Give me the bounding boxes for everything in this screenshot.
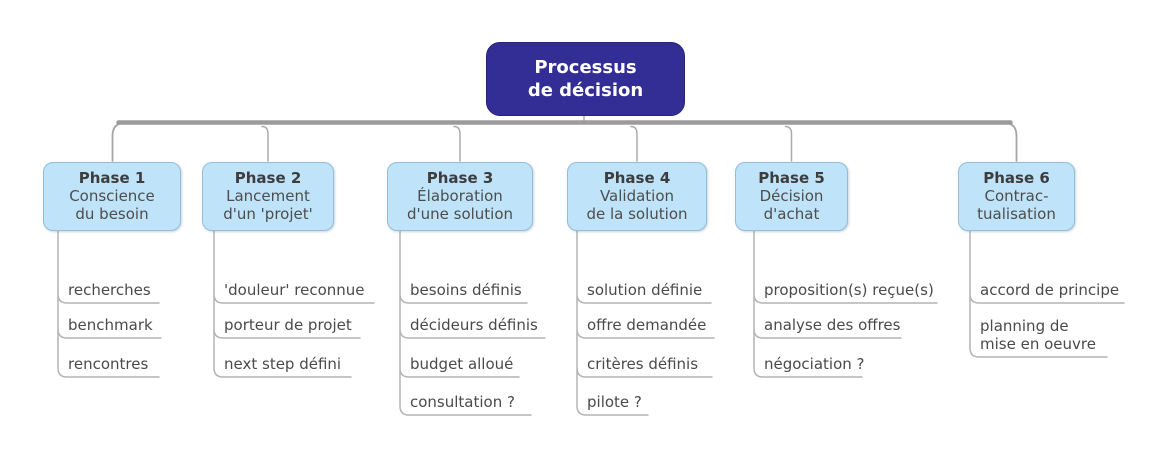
phase-subtitle-line: de la solution — [586, 204, 688, 223]
root-title-line1: Processus — [534, 57, 637, 78]
leaf-item-line: next step défini — [224, 355, 342, 373]
leaf-item-line: décideurs définis — [410, 316, 538, 334]
phase-subtitle-line: Conscience — [69, 187, 155, 206]
leaf-item[interactable]: offre demandée — [587, 316, 706, 334]
phase-subtitle-line: tualisation — [977, 204, 1056, 223]
phase-subtitle-line: Décision — [759, 187, 824, 206]
leaf-item[interactable]: consultation ? — [410, 393, 515, 411]
leaf-item[interactable]: recherches — [68, 281, 151, 299]
leaf-item-line: rencontres — [68, 355, 149, 373]
phase-subtitle-line: d'une solution — [406, 204, 514, 223]
phase-subtitle-line: Contrac- — [984, 187, 1049, 206]
leaf-item-line: pilote ? — [587, 393, 642, 411]
leaf-item-line: 'douleur' reconnue — [224, 281, 365, 299]
leaf-item[interactable]: benchmark — [68, 316, 153, 334]
leaf-item[interactable]: solution définie — [587, 281, 702, 299]
phase-subtitle-line: du besoin — [75, 204, 149, 223]
leaf-item-line: besoins définis — [410, 281, 522, 299]
phase-subtitle-line: Élaboration — [417, 187, 503, 206]
phase-title: Phase 3 — [426, 168, 494, 187]
leaf-item-line: accord de principe — [980, 281, 1120, 299]
leaf-item[interactable]: porteur de projet — [224, 316, 352, 334]
leaf-item-line: budget alloué — [410, 355, 514, 373]
leaf-item-line: porteur de projet — [224, 316, 352, 334]
root-node-processus[interactable]: Processus de décision — [486, 42, 685, 116]
leaf-item-line: solution définie — [587, 281, 703, 299]
root-title-line2: de décision — [527, 80, 644, 101]
leaf-item-line: mise en oeuvre — [980, 335, 1096, 353]
phase-title: Phase 2 — [234, 168, 302, 187]
leaf-item-line: critères définis — [587, 355, 699, 373]
leaf-item-line: proposition(s) reçue(s) — [764, 281, 934, 299]
leaf-item[interactable]: pilote ? — [587, 393, 642, 411]
leaf-item-line: benchmark — [68, 316, 153, 334]
leaf-item-line: recherches — [68, 281, 151, 299]
leaf-item-line: planning de — [980, 317, 1069, 335]
leaf-item[interactable]: proposition(s) reçue(s) — [764, 281, 934, 299]
leaf-item[interactable]: négociation ? — [764, 355, 865, 373]
phase-subtitle-line: d'un 'projet' — [223, 204, 313, 223]
phase-title: Phase 1 — [78, 168, 146, 187]
leaf-item[interactable]: besoins définis — [410, 281, 522, 299]
leaf-item[interactable]: next step défini — [224, 355, 341, 373]
leaf-item-line: offre demandée — [587, 316, 707, 334]
leaf-item-line: consultation ? — [410, 393, 515, 411]
leaf-item[interactable]: décideurs définis — [410, 316, 538, 334]
leaf-item-line: analyse des offres — [764, 316, 901, 334]
phase-subtitle-line: d'achat — [763, 204, 820, 223]
phase-subtitle-line: Validation — [599, 187, 675, 206]
leaf-item[interactable]: critères définis — [587, 355, 698, 373]
leaf-item[interactable]: accord de principe — [980, 281, 1119, 299]
leaf-item[interactable]: rencontres — [68, 355, 148, 373]
leaf-item-line: négociation ? — [764, 355, 865, 373]
phase-subtitle-line: Lancement — [226, 187, 310, 206]
leaf-item[interactable]: 'douleur' reconnue — [224, 281, 365, 299]
phase-title: Phase 4 — [603, 168, 671, 187]
leaf-item[interactable]: analyse des offres — [764, 316, 900, 334]
leaf-item[interactable]: budget alloué — [410, 355, 513, 373]
phase-title: Phase 5 — [758, 168, 825, 187]
phase-title: Phase 6 — [983, 168, 1050, 187]
